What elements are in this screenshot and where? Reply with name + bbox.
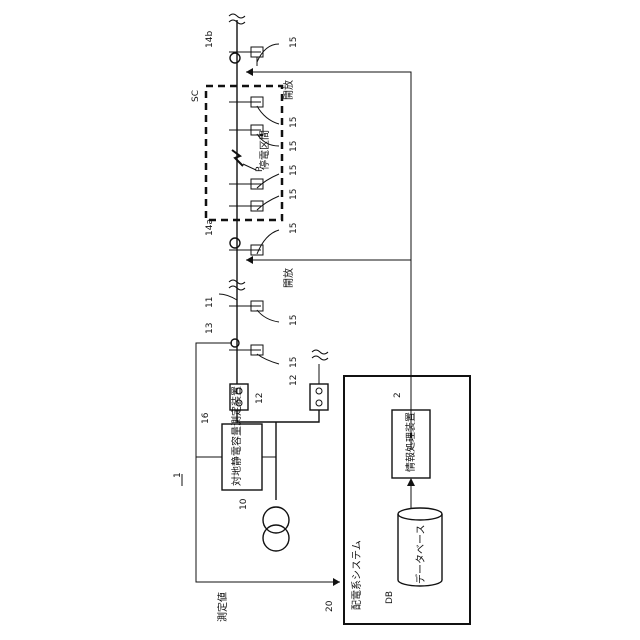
open-label-top: 開放 — [282, 80, 295, 100]
switch-14b — [230, 53, 240, 63]
label-14b: 14b — [205, 31, 215, 48]
label-12-left: 12 — [255, 393, 265, 404]
line-break-top — [229, 14, 245, 24]
label-db: DB — [385, 591, 395, 604]
label-11: 11 — [205, 297, 215, 308]
measuring-device-label: 対地静電容量測定装置 — [230, 386, 243, 486]
svg-text:15: 15 — [289, 141, 299, 152]
label-sc: SC — [191, 90, 201, 102]
distribution-system-label: 配電系システム — [351, 540, 363, 610]
svg-text:15: 15 — [289, 117, 299, 128]
svg-text:15: 15 — [289, 37, 299, 48]
svg-text:15: 15 — [289, 223, 299, 234]
label-14a: 14a — [205, 219, 215, 236]
pole-sensors — [229, 47, 263, 355]
label-16: 16 — [201, 412, 211, 424]
transformer-coil-2 — [263, 525, 289, 551]
svg-text:15: 15 — [289, 189, 299, 200]
svg-text:15: 15 — [289, 357, 299, 368]
bus-bar — [237, 410, 319, 422]
node-13 — [231, 339, 239, 347]
outage-section-label: 停電区間 — [258, 130, 271, 170]
label-12-right: 12 — [289, 375, 299, 386]
measured-value-label: 測定値 — [216, 592, 229, 622]
label-20: 20 — [325, 600, 335, 612]
line-break-right — [312, 350, 328, 360]
switch-14a — [230, 238, 240, 248]
database-label: データベース — [414, 525, 427, 585]
svg-text:15: 15 — [289, 315, 299, 326]
leader-lines — [219, 44, 279, 364]
label-13: 13 — [205, 323, 215, 334]
label-10: 10 — [239, 498, 249, 510]
open-label-bottom: 開放 — [282, 268, 295, 288]
svg-text:15: 15 — [289, 165, 299, 176]
info-processor-label: 情報処理装置 — [404, 412, 417, 472]
label-2: 2 — [393, 392, 403, 398]
measured-value-line — [196, 343, 340, 582]
label-p: P — [255, 166, 265, 172]
